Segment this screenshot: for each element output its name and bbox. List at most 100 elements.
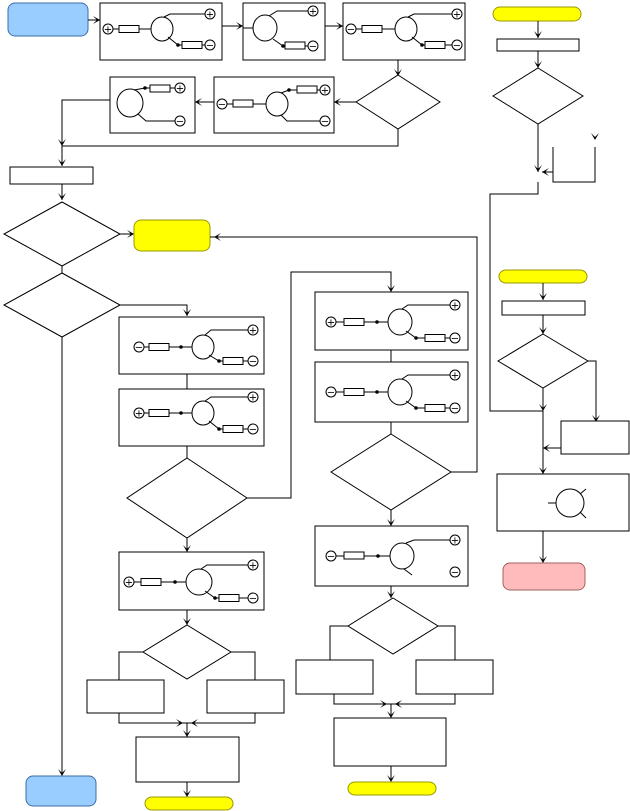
arrowhead — [534, 31, 542, 38]
minus-icon: − — [206, 41, 214, 52]
arrowhead — [395, 700, 402, 708]
minus-icon: − — [347, 25, 355, 36]
resistor-icon — [148, 409, 170, 417]
plus-icon: + — [176, 84, 184, 95]
plus-icon: + — [451, 536, 459, 547]
start-terminal-bottom — [25, 775, 97, 807]
plus-terminal-icon — [449, 534, 461, 546]
minus-icon: − — [451, 404, 459, 415]
plus-icon: + — [451, 301, 459, 312]
end-terminal-pink — [502, 562, 586, 591]
plus-icon: + — [104, 25, 112, 36]
decision-7 — [347, 597, 439, 655]
minus-terminal-icon — [247, 355, 259, 367]
connector-line — [268, 10, 308, 17]
minus-terminal-icon — [247, 423, 259, 435]
minus-terminal-icon — [174, 115, 186, 127]
minus-terminal-icon — [204, 39, 216, 51]
arrowhead — [387, 519, 395, 526]
junction-dot — [217, 359, 221, 363]
connector-line — [579, 511, 587, 519]
minus-icon: − — [249, 594, 257, 605]
decision-6 — [330, 433, 452, 511]
plus-terminal-icon — [319, 84, 331, 96]
plus-terminal-icon — [247, 391, 259, 403]
resistor-icon — [343, 318, 365, 326]
connector-line — [210, 236, 478, 473]
terminal-yellow-bottom-2 — [347, 781, 437, 796]
arrowhead — [380, 700, 387, 708]
connector-line — [401, 304, 450, 310]
connector-line — [137, 113, 175, 122]
junction-dot — [375, 320, 379, 324]
arrowhead — [58, 769, 66, 776]
arrowhead — [543, 444, 550, 452]
connector-line — [280, 114, 320, 122]
plus-icon: + — [249, 561, 257, 572]
arrowhead — [93, 16, 100, 24]
process-box-right-3 — [560, 420, 630, 455]
process-box-11 — [206, 679, 285, 714]
junction-dot — [179, 345, 183, 349]
connector-line — [231, 651, 256, 680]
arrowhead — [387, 775, 395, 782]
minus-icon: − — [249, 425, 257, 436]
coil-circle-icon — [191, 400, 215, 426]
connector-line — [489, 182, 543, 412]
decision-right-1 — [492, 67, 584, 125]
resistor-icon — [149, 84, 171, 93]
process-box-10 — [86, 679, 165, 714]
connector-line — [552, 147, 596, 183]
minus-icon: − — [135, 343, 143, 354]
plus-icon: + — [321, 86, 329, 97]
minus-terminal-icon — [449, 402, 461, 414]
connector-line — [329, 625, 348, 660]
plus-terminal-icon — [449, 299, 461, 311]
plus-terminal-icon — [247, 324, 259, 336]
connector-line — [120, 304, 188, 316]
resistor-icon — [424, 404, 446, 412]
minus-icon: − — [218, 100, 226, 111]
coil-circle-icon — [387, 378, 413, 406]
minus-icon: − — [327, 388, 335, 399]
arrowhead — [539, 404, 547, 411]
minus-terminal-icon — [319, 115, 331, 127]
terminal-yellow-right-top — [492, 6, 582, 22]
junction-dot — [213, 596, 217, 600]
process-box-8 — [118, 388, 265, 447]
process-box-16 — [295, 659, 374, 695]
plus-icon: + — [327, 318, 335, 329]
process-box-right-1 — [496, 38, 580, 52]
resistor-icon — [232, 99, 254, 108]
decision-2 — [2, 201, 122, 267]
minus-icon: − — [451, 568, 459, 579]
resistor-icon — [361, 25, 383, 33]
plus-terminal-icon — [451, 8, 463, 20]
arrowhead — [534, 165, 542, 172]
minus-terminal-icon — [247, 592, 259, 604]
arrowhead — [387, 285, 395, 292]
arrowhead — [176, 719, 183, 727]
resistor-icon — [343, 551, 365, 560]
minus-icon: − — [451, 334, 459, 345]
junction-dot — [414, 406, 418, 410]
minus-terminal-icon — [449, 332, 461, 344]
process-box-17 — [415, 659, 494, 695]
connector-line — [588, 360, 597, 422]
resistor-icon — [218, 594, 240, 602]
junction-dot — [420, 43, 424, 47]
arrowhead — [387, 711, 395, 718]
coil-circle-icon — [394, 16, 418, 42]
arrowhead — [539, 293, 547, 300]
resistor-icon — [148, 343, 170, 351]
coil-circle-icon — [252, 14, 278, 42]
resistor-icon — [222, 425, 244, 433]
process-box-right-2 — [501, 300, 586, 316]
connector-line — [333, 694, 456, 705]
junction-dot — [217, 427, 221, 431]
process-box-18 — [333, 717, 447, 767]
connector-line — [401, 374, 450, 380]
arrowhead — [539, 556, 547, 563]
resistor-icon — [343, 388, 365, 396]
